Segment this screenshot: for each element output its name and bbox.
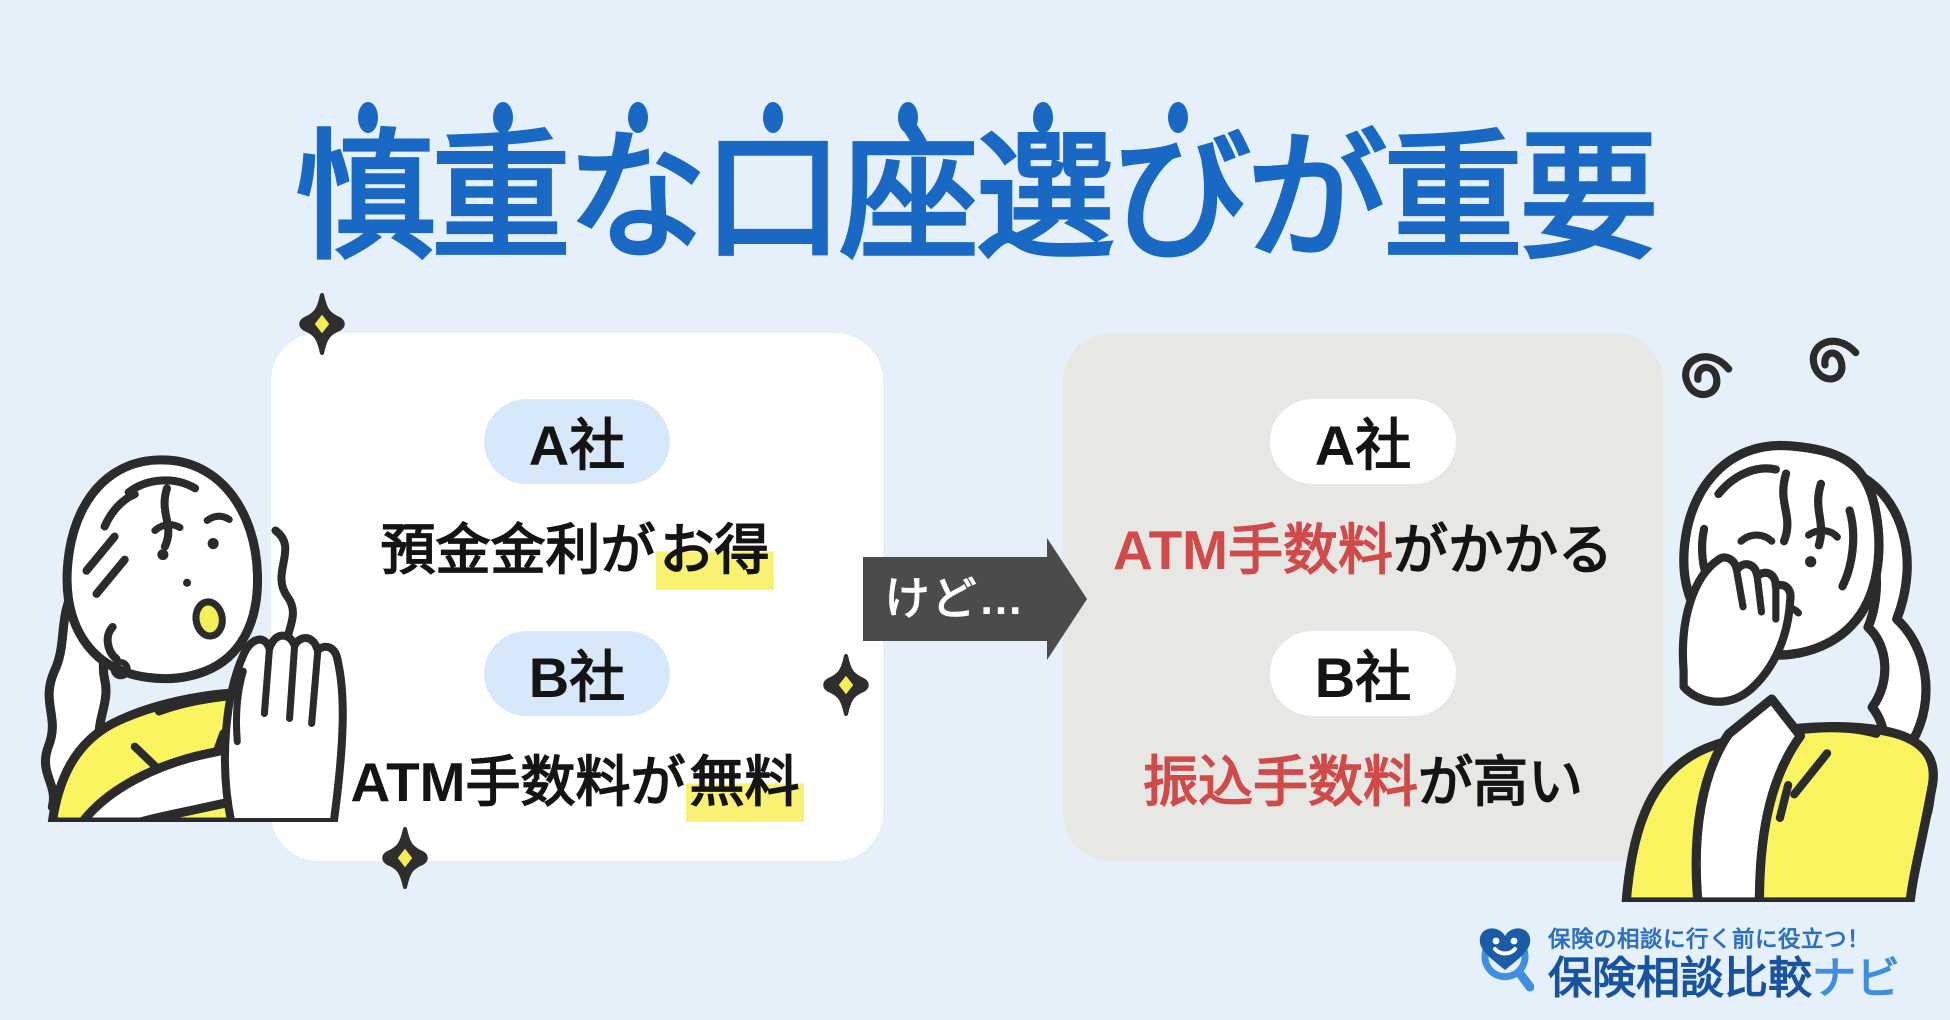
company-a-con-text: ATM手数料がかかる (1063, 505, 1663, 585)
pro-text-highlighted: お得 (655, 519, 774, 590)
pros-card: A社 預金金利がお得 B社 ATM手数料が無料 (271, 333, 883, 861)
emphasis-dot-icon (358, 102, 378, 133)
logo-name-main: 保険相談比較 (1548, 954, 1812, 1003)
site-logo: 保険の相談に行く前に役立つ！ 保険相談比較ナビ (1548, 922, 1900, 1001)
emphasis-dot-icon (493, 102, 513, 133)
cons-card: A社 ATM手数料がかかる B社 振込手数料が高い (1063, 333, 1663, 861)
worried-woman-illustration (1621, 337, 1938, 902)
con-text-accent: ATM手数料 (1112, 519, 1394, 581)
con-text-plain: が高い (1418, 751, 1584, 813)
scribble-icon (1809, 337, 1860, 383)
page-title: 慎重な口座選びが重要 (294, 119, 1659, 276)
company-b-con-text: 振込手数料が高い (1063, 737, 1663, 817)
sparkle-icon (382, 827, 428, 889)
emphasis-dot-icon (1033, 102, 1053, 133)
transition-arrow-icon (863, 538, 1087, 660)
pro-text-plain: 預金金利が (380, 519, 656, 581)
company-b-pro-text: ATM手数料が無料 (271, 737, 883, 822)
con-text-plain: がかかる (1393, 519, 1614, 581)
excited-woman-illustration (40, 455, 347, 822)
company-a-badge: A社 (484, 399, 670, 484)
arrow-label: けど… (884, 573, 1026, 624)
company-a-badge: A社 (1270, 399, 1456, 484)
company-b-badge: B社 (1270, 631, 1456, 716)
pro-text-plain: ATM手数料が (350, 751, 686, 813)
emphasis-dot-icon (1168, 102, 1188, 133)
logo-name-accent: ナビ (1812, 954, 1900, 1003)
company-a-pro-text: 預金金利がお得 (271, 505, 883, 590)
emphasis-dot-icon (898, 102, 918, 133)
scribble-icon (1682, 353, 1733, 399)
emphasis-dot-icon (628, 102, 648, 133)
logo-name: 保険相談比較ナビ (1548, 957, 1900, 1001)
emphasis-dot-icon (763, 102, 783, 133)
company-b-badge: B社 (484, 631, 670, 716)
logo-tagline: 保険の相談に行く前に役立つ！ (1548, 927, 1871, 952)
con-text-accent: 振込手数料 (1142, 751, 1418, 813)
sparkle-icon (823, 654, 869, 716)
sparkle-icon (299, 293, 345, 355)
logo-heart-magnifier-icon (1479, 928, 1534, 992)
pro-text-highlighted: 無料 (685, 751, 804, 822)
